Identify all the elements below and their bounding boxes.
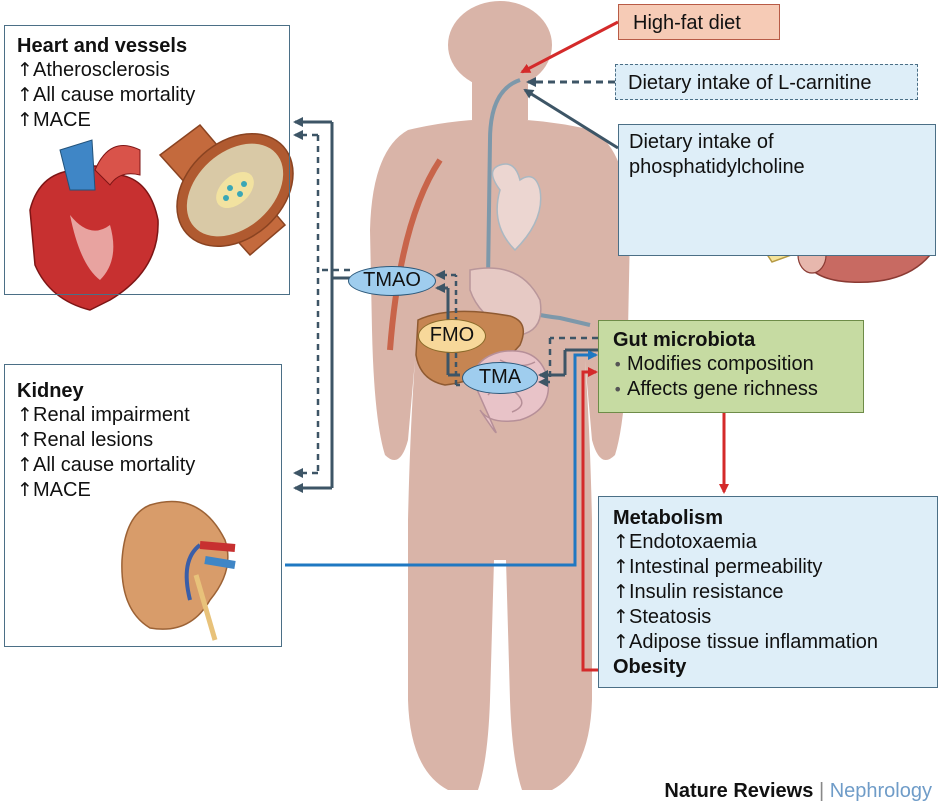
tmao-distribution-arrows bbox=[293, 117, 350, 493]
metabolism-effect-label: Endotoxaemia bbox=[629, 531, 757, 553]
gut-effect-label: Modifies composition bbox=[627, 353, 814, 375]
increase-arrow-icon: ↑ bbox=[17, 454, 33, 476]
kidney-effect-item: ↑Renal impairment bbox=[17, 403, 281, 428]
gut-effect-item: •Affects gene richness bbox=[613, 377, 863, 402]
kidney-effect-label: Renal impairment bbox=[33, 404, 190, 426]
gut-microbiota-title: Gut microbiota bbox=[613, 329, 756, 351]
metabolism-effect-label: Insulin resistance bbox=[629, 581, 784, 603]
fmo-pill: FMO bbox=[418, 319, 486, 353]
tma-pill: TMA bbox=[462, 362, 538, 394]
l-carnitine-box: Dietary intake of L-carnitine bbox=[615, 64, 918, 100]
heart-vessels-title: Heart and vessels bbox=[17, 35, 188, 57]
kidney-effect-item: ↑All cause mortality bbox=[17, 453, 281, 478]
metabolism-effect-label: Adipose tissue inflammation bbox=[629, 631, 879, 653]
metabolism-title: Metabolism bbox=[613, 507, 724, 529]
kidney-effect-label: MACE bbox=[33, 479, 91, 501]
metabolism-effect-label: Steatosis bbox=[629, 606, 712, 628]
metabolism-effect-item: ↑Endotoxaemia bbox=[613, 530, 937, 555]
phosphatidylcholine-label-1: Dietary intake of bbox=[629, 131, 774, 153]
heart-effect-item: ↑MACE bbox=[17, 108, 289, 133]
kidney-effect-item: ↑Renal lesions bbox=[17, 428, 281, 453]
metabolism-effect-item: ↑Intestinal permeability bbox=[613, 555, 937, 580]
increase-arrow-icon: ↑ bbox=[17, 404, 33, 426]
obesity-label: Obesity bbox=[613, 656, 687, 678]
kidney-to-gut-arrow bbox=[285, 350, 598, 567]
heart-effect-label: All cause mortality bbox=[33, 84, 196, 106]
gut-microbiota-panel: Gut microbiota •Modifies composition •Af… bbox=[598, 320, 864, 413]
increase-arrow-icon: ↑ bbox=[17, 84, 33, 106]
metabolism-effect-item: ↑Adipose tissue inflammation bbox=[613, 630, 937, 655]
kidney-illustration bbox=[121, 500, 236, 641]
chest-heart-outline bbox=[491, 163, 542, 252]
heart-illustration bbox=[29, 139, 159, 311]
l-carnitine-label: Dietary intake of L-carnitine bbox=[628, 72, 872, 94]
phosphatidylcholine-label-2: phosphatidylcholine bbox=[629, 156, 805, 178]
increase-arrow-icon: ↑ bbox=[613, 606, 629, 628]
journal-footer: Nature Reviews | Nephrology bbox=[664, 780, 932, 803]
bullet-icon: • bbox=[613, 355, 623, 374]
heart-effect-label: Atherosclerosis bbox=[33, 59, 170, 81]
heart-effect-item: ↑All cause mortality bbox=[17, 83, 289, 108]
kidney-panel: Kidney ↑Renal impairment ↑Renal lesions … bbox=[4, 364, 282, 647]
footer-separator: | bbox=[818, 780, 825, 802]
increase-arrow-icon: ↑ bbox=[613, 556, 629, 578]
metabolism-effect-label: Intestinal permeability bbox=[629, 556, 823, 578]
increase-arrow-icon: ↑ bbox=[17, 479, 33, 501]
heart-vessels-panel: Heart and vessels ↑Atherosclerosis ↑All … bbox=[4, 25, 290, 295]
journal-section: Nephrology bbox=[829, 780, 932, 802]
vessel-illustration bbox=[158, 123, 294, 257]
metabolism-effect-item: ↑Insulin resistance bbox=[613, 580, 937, 605]
arm-vessel bbox=[387, 158, 443, 351]
heart-effect-item: ↑Atherosclerosis bbox=[17, 58, 289, 83]
high-fat-diet-label: High-fat diet bbox=[633, 12, 741, 34]
kidney-effect-label: Renal lesions bbox=[33, 429, 154, 451]
gut-effect-item: •Modifies composition bbox=[613, 352, 863, 377]
obesity-to-gut-arrow bbox=[581, 367, 598, 672]
increase-arrow-icon: ↑ bbox=[17, 109, 33, 131]
increase-arrow-icon: ↑ bbox=[613, 631, 629, 653]
metabolism-effect-item: ↑Steatosis bbox=[613, 605, 937, 630]
phosphatidylcholine-arrow bbox=[523, 88, 619, 150]
metabolism-panel: Metabolism ↑Endotoxaemia ↑Intestinal per… bbox=[598, 496, 938, 688]
kidney-effect-item: ↑MACE bbox=[17, 478, 281, 503]
kidney-effect-label: All cause mortality bbox=[33, 454, 196, 476]
increase-arrow-icon: ↑ bbox=[17, 429, 33, 451]
gut-effect-label: Affects gene richness bbox=[627, 378, 818, 400]
high-fat-diet-box: High-fat diet bbox=[618, 4, 780, 40]
bullet-icon: • bbox=[613, 380, 623, 399]
increase-arrow-icon: ↑ bbox=[17, 59, 33, 81]
phosphatidylcholine-box: Dietary intake of phosphatidylcholine bbox=[618, 124, 936, 256]
journal-name: Nature Reviews bbox=[664, 780, 814, 802]
tmao-pill: TMAO bbox=[348, 266, 436, 296]
increase-arrow-icon: ↑ bbox=[613, 531, 629, 553]
heart-effect-label: MACE bbox=[33, 109, 91, 131]
increase-arrow-icon: ↑ bbox=[613, 581, 629, 603]
high-fat-arrow bbox=[520, 20, 619, 74]
kidney-title: Kidney bbox=[17, 380, 84, 402]
